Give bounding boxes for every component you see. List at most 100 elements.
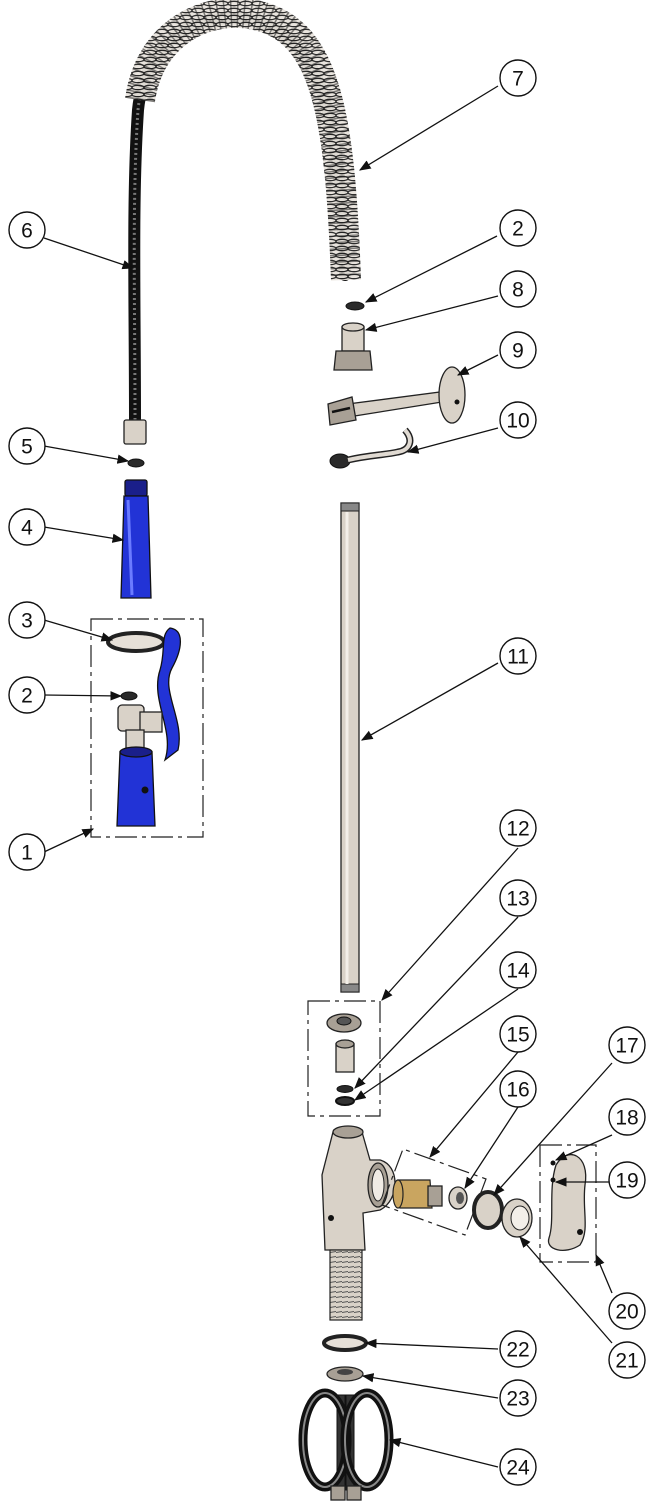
callout-label: 12 [506, 818, 529, 841]
callout-11: 11 [499, 637, 537, 675]
part-16-seat [448, 1186, 468, 1210]
callout-24: 24 [499, 1448, 537, 1486]
callout-2a: 2 [8, 676, 46, 714]
callout-22: 22 [499, 1330, 537, 1368]
callout-18: 18 [608, 1098, 646, 1136]
callout-label: 3 [21, 610, 33, 633]
leader-1 [43, 828, 95, 853]
callout-label: 11 [507, 646, 529, 669]
callout-2b: 2 [499, 209, 537, 247]
callout-label: 1 [21, 842, 33, 865]
group-box-cartridge [381, 1148, 487, 1236]
callout-1: 1 [8, 833, 46, 871]
part-20-lever-handle [547, 1153, 587, 1251]
callout-10: 10 [499, 401, 537, 439]
callout-5: 5 [8, 427, 46, 465]
callout-23: 23 [499, 1379, 537, 1417]
group-box-handle [539, 1144, 597, 1263]
callout-19: 19 [608, 1161, 646, 1199]
callout-7: 7 [499, 59, 537, 97]
callout-label: 23 [506, 1388, 529, 1411]
callout-label: 22 [506, 1339, 529, 1362]
callout-label: 9 [512, 340, 524, 363]
part-14-washer [335, 1096, 355, 1106]
part-18-screw [550, 1160, 556, 1166]
part-1-spray-valve [116, 627, 182, 827]
part-12-nut [326, 1013, 362, 1033]
callout-14: 14 [499, 951, 537, 989]
callout-label: 4 [21, 517, 33, 540]
part-19-cap [550, 1177, 556, 1183]
callout-label: 20 [615, 1301, 638, 1324]
part-17-bonnet [472, 1190, 504, 1230]
leader-10 [406, 427, 499, 454]
callout-label: 2 [512, 218, 524, 241]
part-3-ring [106, 631, 166, 653]
callout-label: 18 [615, 1107, 638, 1130]
leader-8 [364, 295, 499, 332]
part-21-flange-hole [510, 1205, 530, 1231]
callout-4: 4 [8, 508, 46, 546]
callout-17: 17 [608, 1026, 646, 1064]
callout-label: 15 [506, 1024, 529, 1047]
leader-9 [456, 354, 499, 376]
callout-13: 13 [499, 879, 537, 917]
callout-3: 3 [8, 601, 46, 639]
leader-16 [464, 1106, 519, 1189]
leader-7 [359, 85, 499, 171]
callout-label: 5 [21, 436, 33, 459]
leader-24 [388, 1438, 499, 1468]
leader-18 [554, 1134, 613, 1161]
callout-label: 19 [615, 1170, 638, 1193]
part-2-washer-left [120, 691, 138, 701]
leader-lines [43, 85, 613, 1468]
callout-label: 6 [21, 220, 33, 243]
callout-15: 15 [499, 1015, 537, 1053]
leader-5 [43, 445, 130, 464]
leader-14 [354, 988, 519, 1101]
leader-23 [361, 1373, 499, 1399]
part-7-spring [125, 0, 361, 281]
group-box-riser-fittings [307, 1000, 381, 1117]
part-11-riser-pipe [340, 502, 360, 993]
leader-15 [429, 1051, 519, 1158]
callout-label: 10 [506, 410, 529, 433]
callout-6: 6 [8, 211, 46, 249]
part-2-washer-top [345, 301, 365, 311]
group-box-spray-valve [90, 618, 204, 838]
callouts: 1 2 2 3 4 5 6 7 8 9 10 11 12 13 14 15 16… [8, 59, 646, 1486]
valve-body [321, 1125, 396, 1321]
part-13-washer [336, 1085, 354, 1093]
leader-13 [354, 916, 519, 1089]
part-9-wall-bracket [327, 366, 466, 426]
leader-20 [595, 1253, 613, 1294]
leader-22 [364, 1338, 499, 1350]
leader-11 [360, 662, 499, 741]
callout-8: 8 [499, 270, 537, 308]
callout-label: 2 [21, 685, 33, 708]
leader-21 [519, 1236, 613, 1344]
callout-label: 7 [512, 68, 524, 91]
callout-label: 14 [506, 960, 530, 983]
callout-label: 16 [506, 1079, 529, 1102]
callout-label: 21 [615, 1350, 638, 1373]
part-23-locknut-hole [337, 1369, 353, 1375]
part-4-grip [120, 479, 152, 599]
callout-label: 8 [512, 279, 524, 302]
leader-6 [43, 237, 135, 270]
part-22-washer [322, 1334, 368, 1352]
part-10-hook [329, 427, 414, 469]
part-5-washer [127, 458, 145, 468]
part-15-cartridge [392, 1179, 443, 1209]
leader-12 [381, 847, 519, 1001]
callout-20: 20 [608, 1292, 646, 1330]
callout-label: 24 [506, 1457, 530, 1480]
callout-label: 13 [506, 888, 529, 911]
part-24-supply-hoses [298, 1388, 394, 1501]
callout-21: 21 [608, 1341, 646, 1379]
leader-3 [43, 619, 114, 642]
part-13-nipple [335, 1039, 355, 1073]
leader-2a [43, 691, 123, 701]
callout-16: 16 [499, 1070, 537, 1108]
